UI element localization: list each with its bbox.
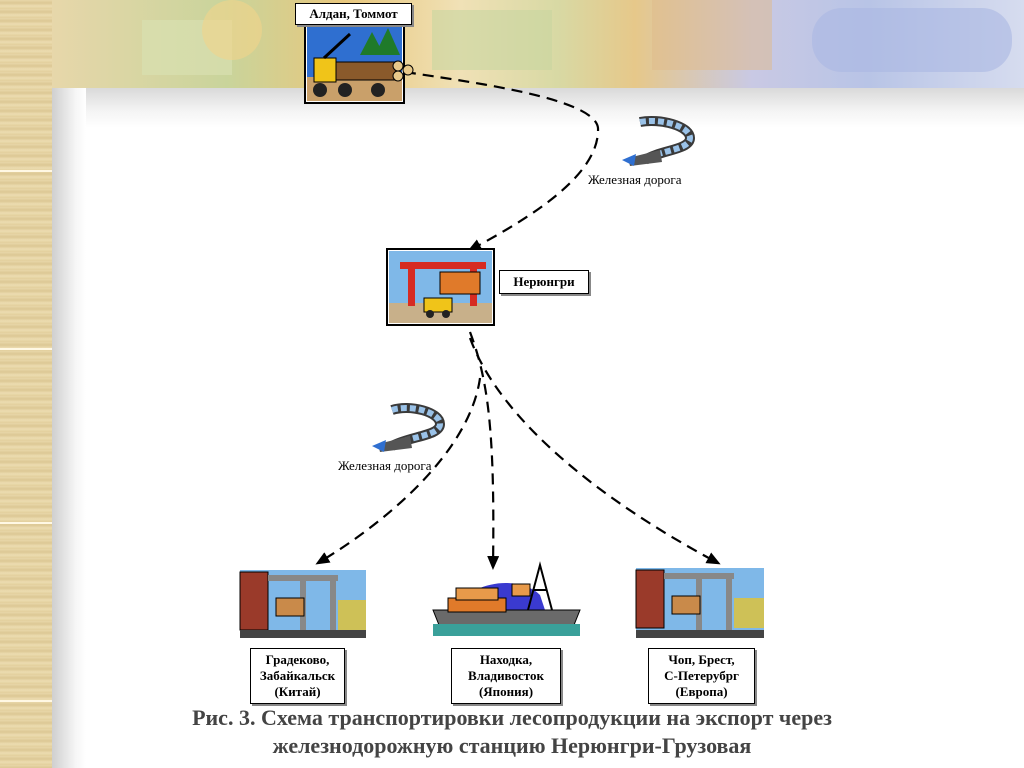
edge-neryungri-chop (468, 337, 721, 565)
timber-truck-icon (304, 24, 414, 104)
edge-neryungri-nakhodka (468, 331, 500, 570)
node-aldan-label: Алдан, Томмот (309, 6, 398, 21)
train-icon (622, 116, 696, 166)
node-grodekovo-line1: Градеково, (265, 652, 330, 667)
edge-aldan-neryungri (404, 70, 600, 252)
node-chop-line1: Чоп, Брест, (668, 652, 735, 667)
node-neryungri: Нерюнгри (499, 270, 589, 294)
node-chop-line2: С-Петерубрг (664, 668, 739, 683)
node-grodekovo: Градеково, Забайкальск (Китай) (250, 648, 345, 704)
node-grodekovo-line2: Забайкальск (259, 668, 336, 683)
figure-caption-line1: Рис. 3. Схема транспортировки лесопродук… (192, 705, 832, 730)
gantry-crane-icon (635, 568, 764, 638)
figure-caption: Рис. 3. Схема транспортировки лесопродук… (120, 704, 904, 760)
node-aldan: Алдан, Томмот (295, 3, 412, 25)
edge-label-rail-mid: Железная дорога (338, 458, 432, 473)
node-neryungri-label: Нерюнгри (513, 274, 575, 289)
background-left-strip (0, 0, 52, 768)
cargo-ship-icon (432, 561, 581, 636)
node-grodekovo-line3: (Китай) (274, 684, 321, 699)
node-chop: Чоп, Брест, С-Петерубрг (Европа) (648, 648, 755, 704)
background-shadow-left (52, 88, 86, 768)
figure-caption-line2: железнодорожную станцию Нерюнгри-Грузова… (272, 733, 752, 758)
edge-label-rail-top: Железная дорога (588, 172, 682, 187)
background-top-banner (52, 0, 1024, 88)
train-icon (372, 402, 446, 452)
node-nakhodka: Находка, Владивосток (Япония) (451, 648, 561, 704)
node-nakhodka-line2: Владивосток (468, 668, 544, 683)
node-chop-line3: (Европа) (675, 684, 728, 699)
edge-neryungri-grodekovo (315, 377, 482, 565)
gantry-crane-icon (239, 570, 366, 638)
gantry-crane-icon (386, 248, 495, 326)
node-nakhodka-line3: (Япония) (478, 684, 534, 699)
node-nakhodka-line1: Находка, (479, 652, 533, 667)
